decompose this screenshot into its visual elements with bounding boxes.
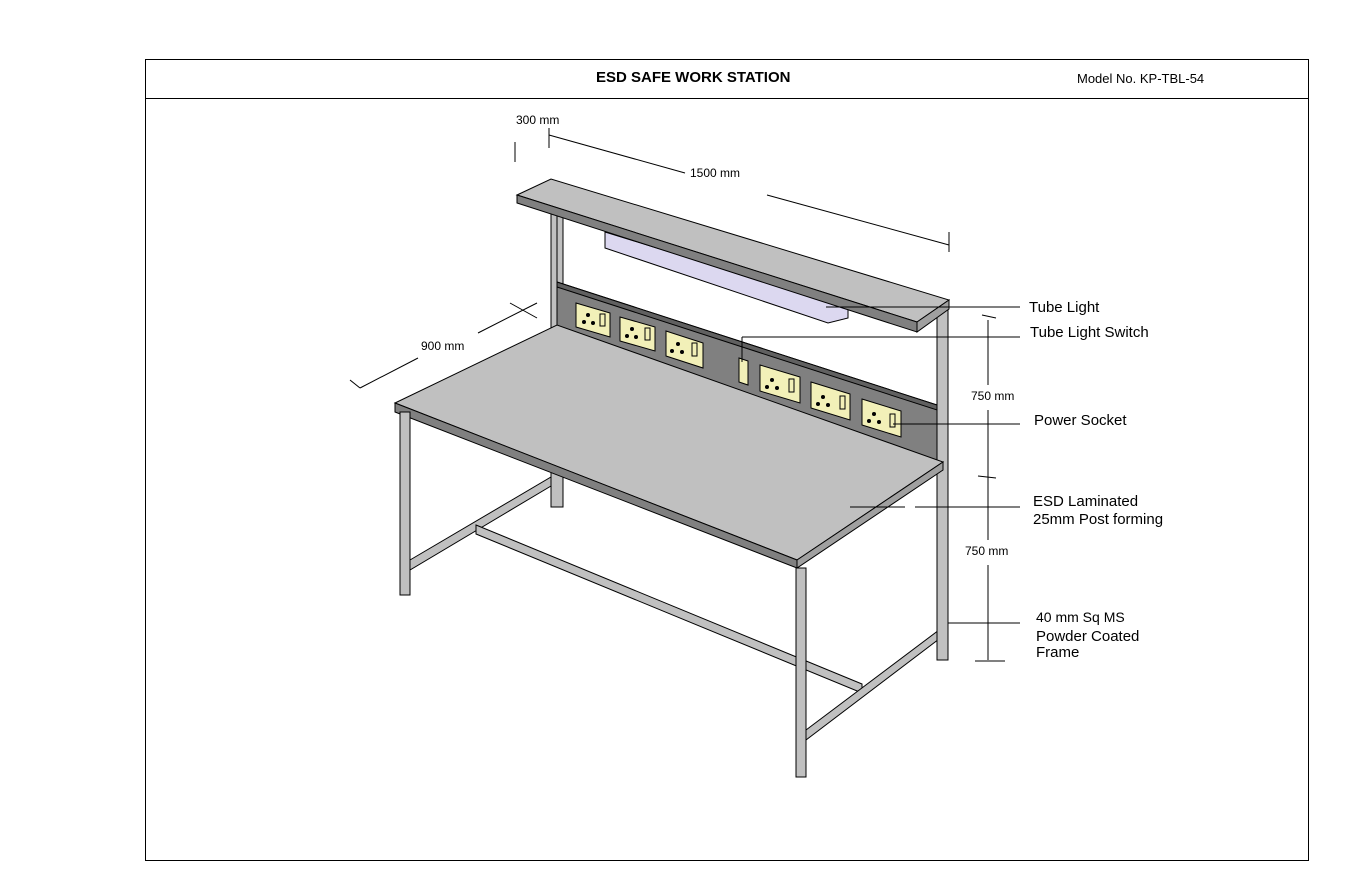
label-laminate-1: ESD Laminated [1033,493,1139,510]
drawing-title: ESD SAFE WORK STATION [596,69,791,86]
label-power-socket: Power Socket [1034,412,1127,429]
table-side-edge [796,461,944,569]
socket-holes [582,313,881,424]
right-side-stretcher [805,625,944,742]
dim-length: 1500 mm [690,166,741,180]
leader-lines [741,306,1020,624]
label-frame-2: Powder Coated [1036,628,1140,645]
dim-lower-height: 750 mm [965,544,1009,558]
label-frame-1: 40 mm Sq MS [1036,609,1125,625]
label-laminate-2: 25mm Post forming [1033,511,1164,528]
model-number: Model No. KP-TBL-54 [1077,71,1205,86]
front-left-leg [399,411,411,596]
power-socket [810,381,851,421]
back-right-post [936,309,949,661]
drawing-sheet: ESD SAFE WORK STATION Model No. KP-TBL-5… [145,59,1309,861]
dim-upper-height: 750 mm [971,389,1015,403]
title-block: ESD SAFE WORK STATION Model No. KP-TBL-5… [146,60,1308,99]
power-socket [665,330,704,369]
power-socket [575,302,611,338]
dim-table-depth: 900 mm [421,339,465,353]
dim-shelf-depth: 300 mm [516,113,560,127]
label-tube-light: Tube Light [1029,299,1100,316]
power-socket [619,316,656,352]
dimension-lines [349,128,1005,662]
label-frame-3: Frame [1036,644,1080,661]
socket-group [575,302,902,438]
power-socket [759,364,801,404]
label-tube-light-switch: Tube Light Switch [1030,324,1149,341]
front-right-leg [795,567,807,778]
tube-light-switch [738,357,749,386]
